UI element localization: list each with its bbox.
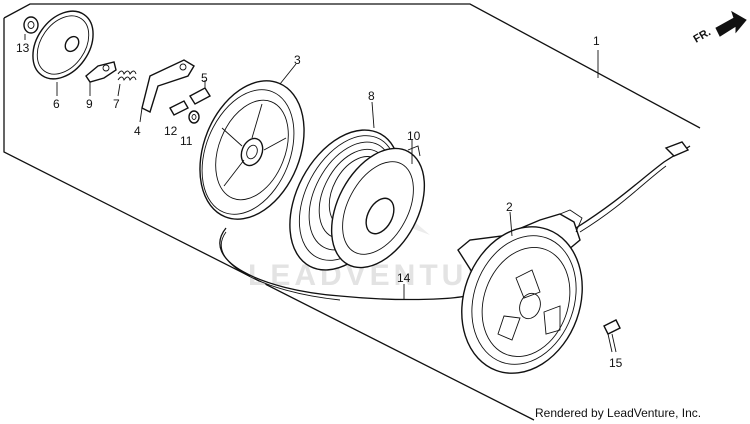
callout-8: 8: [368, 89, 375, 103]
panel-outline: [3, 3, 701, 421]
part-4-friction-plate: [139, 59, 195, 123]
forward-direction-indicator: FR.: [692, 10, 747, 46]
arrow-icon: [715, 10, 747, 37]
part-2-starter-housing: [457, 209, 583, 374]
callout-labels: 1 2 3 4 5 6 7 8 9 10 11 12 13 14 15: [16, 34, 623, 370]
part-7-spring: [117, 70, 137, 97]
part-3-reel: [199, 63, 305, 220]
callout-13: 13: [16, 41, 30, 55]
part-11-washer: [188, 110, 200, 124]
callout-6: 6: [53, 97, 60, 111]
part-10-spring-case: [330, 140, 426, 269]
callout-11: 11: [180, 134, 193, 148]
part-9-ratchet: [85, 61, 117, 96]
callout-3: 3: [294, 53, 301, 67]
callout-15: 15: [609, 356, 623, 370]
callout-10: 10: [407, 129, 421, 143]
part-6-pulley-disc: [32, 10, 94, 96]
callout-14: 14: [397, 271, 411, 285]
callout-7: 7: [113, 97, 120, 111]
part-5-pin: [189, 80, 211, 105]
callout-9: 9: [86, 97, 93, 111]
direction-label: FR.: [692, 26, 713, 45]
part-1-cable: [575, 50, 691, 233]
callout-4: 4: [134, 124, 141, 138]
callout-1: 1: [593, 34, 600, 48]
render-credit: Rendered by LeadVenture, Inc.: [535, 406, 701, 420]
part-12-pin: [169, 100, 189, 116]
part-13-nut: [23, 16, 39, 40]
part-15-bolt: [603, 319, 621, 353]
callout-12: 12: [164, 124, 178, 138]
part-14-rope: [219, 227, 477, 301]
callout-5: 5: [201, 71, 208, 85]
callout-2: 2: [506, 200, 513, 214]
